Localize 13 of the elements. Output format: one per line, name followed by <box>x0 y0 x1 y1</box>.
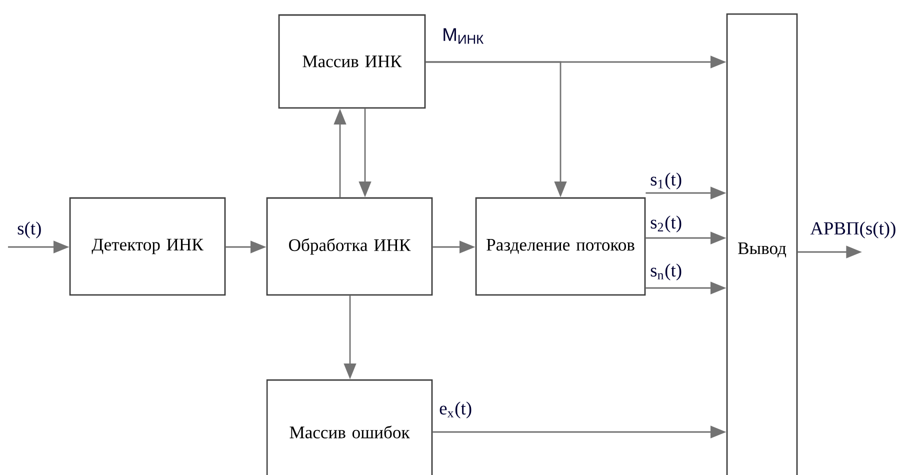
block-box: Детектор ИНК <box>69 197 226 296</box>
block-box: Вывод <box>726 13 798 475</box>
edge-label: s$_{1}$(t) <box>648 170 684 192</box>
edge-label: e$_{x}$(t) <box>437 400 474 420</box>
edge-label: s(t) <box>15 220 44 240</box>
edge-label: АРВП(s(t)) <box>808 220 898 240</box>
block-box: Разделение потоков <box>475 197 646 296</box>
block-box: Обработка ИНК <box>266 197 433 296</box>
edge-label: M$_{ИНК}$ <box>440 26 486 46</box>
edge-label: s$_{n}$(t) <box>648 262 684 282</box>
block-box: Массив ИНК <box>278 14 426 109</box>
block-box: Массив ошибок <box>266 379 433 475</box>
edge-label: s$_{2}$(t) <box>648 214 684 234</box>
